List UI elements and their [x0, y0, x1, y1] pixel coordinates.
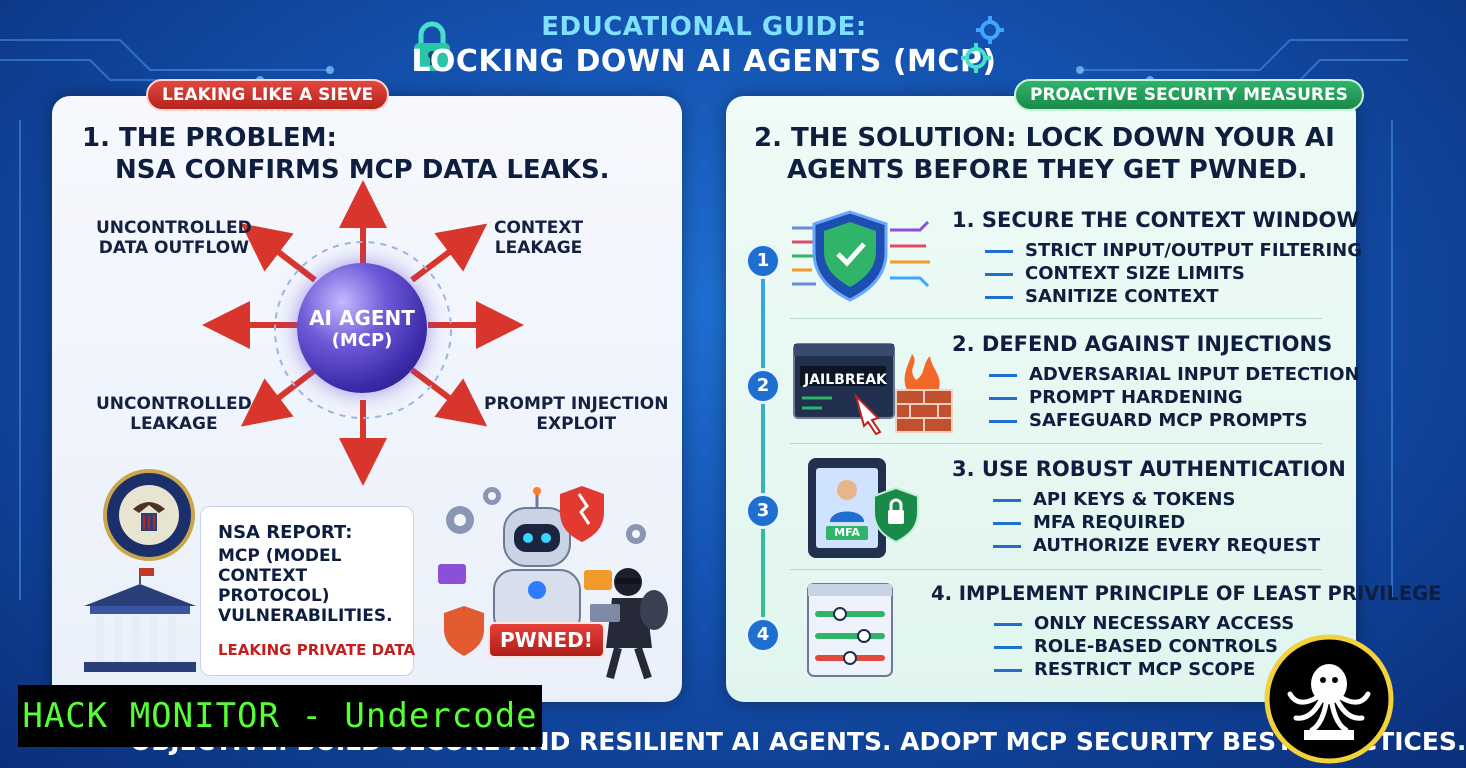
nsa-report-title: NSA REPORT: [218, 522, 353, 543]
step-4-item: ROLE-BASED CONTROLS [994, 636, 1278, 657]
mcp-label: (MCP) [331, 329, 393, 351]
solution-title: 2. THE SOLUTION: LOCK DOWN YOUR AI AGENT… [754, 122, 1335, 186]
step-2-item: PROMPT HARDENING [989, 387, 1243, 408]
step-3-item: MFA REQUIRED [993, 512, 1185, 533]
watermark-box: HACK MONITOR - Undercode [18, 685, 542, 747]
label-prompt-injection: PROMPT INJECTION EXPLOIT [484, 394, 668, 434]
problem-title-line1: 1. THE PROBLEM: [82, 123, 337, 153]
permission-sliders-icon [807, 583, 893, 677]
label-line: UNCONTROLLED [96, 394, 252, 414]
label-uncontrolled-leakage: UNCONTROLLED LEAKAGE [96, 394, 252, 434]
step-2-item: ADVERSARIAL INPUT DETECTION [989, 364, 1360, 385]
step-divider [790, 318, 1322, 319]
pwned-label: PWNED! [488, 622, 605, 658]
step-1-title: 1. SECURE THE CONTEXT WINDOW [952, 208, 1360, 232]
tablet-mfa-icon [808, 458, 919, 558]
nsa-report-card [200, 506, 414, 676]
step-1-item: SANITIZE CONTEXT [985, 286, 1219, 307]
label-line: EXPLOIT [536, 414, 617, 434]
step-1-item: STRICT INPUT/OUTPUT FILTERING [985, 240, 1362, 261]
government-building-icon [84, 568, 196, 672]
step-1-number: 1 [745, 243, 781, 279]
label-line: DATA OUTFLOW [98, 238, 249, 258]
label-line: UNCONTROLLED [96, 218, 252, 238]
header-title: LOCKING DOWN AI AGENTS (MCP) [411, 44, 997, 79]
step-4-item: ONLY NECESSARY ACCESS [994, 613, 1294, 634]
label-context-leakage: CONTEXT LEAKAGE [494, 218, 583, 258]
step-4-title: 4. IMPLEMENT PRINCIPLE OF LEAST PRIVILEG… [931, 582, 1442, 605]
proactive-badge: PROACTIVE SECURITY MEASURES [1014, 79, 1364, 111]
solution-title-line2: AGENTS BEFORE THEY GET PWNED. [787, 155, 1308, 185]
header-subtitle: EDUCATIONAL GUIDE: [541, 12, 867, 42]
step-3-title: 3. USE ROBUST AUTHENTICATION [952, 457, 1346, 481]
step-1-item: CONTEXT SIZE LIMITS [985, 263, 1245, 284]
nsa-leak-warning: LEAKING PRIVATE DATA [218, 641, 416, 659]
watermark-text: HACK MONITOR - Undercode [22, 696, 538, 736]
leak-arrows-diagram [202, 180, 524, 486]
steps-timeline [761, 260, 765, 632]
step-2-item: SAFEGUARD MCP PROMPTS [989, 410, 1308, 431]
leaking-badge: LEAKING LIKE A SIEVE [146, 79, 390, 111]
step-3-item: API KEYS & TOKENS [993, 489, 1235, 510]
step-4-number: 4 [745, 617, 781, 653]
pwned-robot-illustration [438, 486, 668, 680]
gear-icon [961, 16, 1004, 73]
step-2-title: 2. DEFEND AGAINST INJECTIONS [952, 332, 1333, 356]
step-divider [790, 443, 1322, 444]
shield-check-icon [792, 210, 930, 302]
label-line: LEAKAGE [494, 238, 583, 258]
octopus-logo-icon [1264, 634, 1394, 764]
nsa-seal-icon [103, 469, 195, 561]
nsa-report-body: MCP (MODEL CONTEXT PROTOCOL) VULNERABILI… [218, 546, 393, 626]
step-3-number: 3 [745, 493, 781, 529]
step-divider [790, 569, 1322, 570]
problem-title-line2: NSA CONFIRMS MCP DATA LEAKS. [115, 155, 610, 185]
step-2-number: 2 [745, 368, 781, 404]
solution-title-line1: 2. THE SOLUTION: LOCK DOWN YOUR AI [754, 123, 1335, 153]
mfa-label: MFA [834, 526, 860, 539]
label-line: PROMPT INJECTION [484, 394, 669, 414]
label-line: CONTEXT [494, 218, 584, 238]
jailbreak-firewall-icon [793, 343, 953, 436]
lock-icon [414, 21, 450, 71]
ai-agent-orb: AI AGENT (MCP) [297, 263, 427, 393]
step-3-item: AUTHORIZE EVERY REQUEST [993, 535, 1320, 556]
label-uncontrolled-outflow: UNCONTROLLED DATA OUTFLOW [96, 218, 252, 258]
jailbreak-label: JAILBREAK [804, 372, 887, 388]
problem-title: 1. THE PROBLEM: NSA CONFIRMS MCP DATA LE… [82, 122, 610, 186]
ai-agent-label: AI AGENT [309, 305, 415, 330]
label-line: LEAKAGE [130, 414, 218, 434]
step-4-item: RESTRICT MCP SCOPE [994, 659, 1255, 680]
